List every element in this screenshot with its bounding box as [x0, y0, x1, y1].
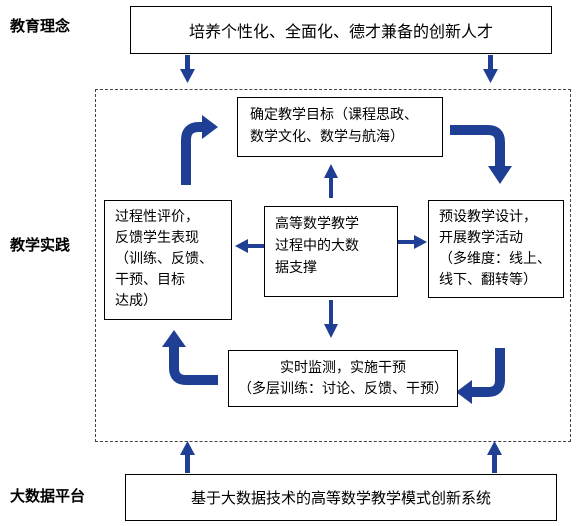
- right-line-4: 线下、翻转等）: [439, 272, 537, 288]
- down-arrow-left-head: [180, 69, 195, 83]
- up-arrow-right-stem: [492, 453, 497, 473]
- goal-line-1: 确定教学目标（课程思政、: [250, 107, 418, 123]
- bent-arrow-top-right: [450, 125, 505, 168]
- monitor-line-2: （多层训练：讨论、反馈、干预）: [238, 380, 448, 397]
- label-platform: 大数据平台: [10, 487, 86, 505]
- goal-box: 确定教学目标（课程思政、 数学文化、数学与航海）: [237, 97, 443, 157]
- center-down-arrow-stem: [329, 300, 333, 326]
- center-down-arrow-head: [324, 324, 338, 338]
- design-box: 预设教学设计， 开展教学活动 （多维度：线上、 线下、翻转等）: [428, 200, 564, 298]
- down-arrow-right-stem: [488, 55, 493, 71]
- right-line-2: 开展教学活动: [439, 230, 523, 246]
- right-line-3: （多维度：线上、: [439, 251, 551, 267]
- up-arrow-right-head: [487, 441, 502, 455]
- label-philosophy: 教育理念: [10, 17, 71, 35]
- platform-text: 基于大数据技术的高等数学教学模式创新系统: [190, 489, 491, 507]
- left-line-3: （训练、反馈、: [115, 251, 213, 267]
- center-line-2: 过程中的大数: [275, 238, 359, 254]
- platform-box: 基于大数据技术的高等数学教学模式创新系统: [125, 474, 557, 521]
- bent-arrow-bottom-right: [470, 348, 505, 397]
- center-line-1: 高等数学教学: [275, 216, 359, 232]
- left-line-2: 反馈学生表现: [115, 230, 199, 246]
- left-line-4: 干预、目标: [115, 272, 185, 288]
- bent-arrow-top-right-head: [488, 166, 512, 184]
- bent-arrow-top-left-head: [202, 115, 218, 139]
- right-line-1: 预设教学设计，: [439, 209, 537, 225]
- philosophy-text: 培养个性化、全面化、德才兼备的创新人才: [188, 22, 493, 41]
- data-support-box: 高等数学教学 过程中的大数 据支撑: [264, 206, 398, 297]
- up-arrow-left-stem: [185, 453, 190, 473]
- center-line-3: 据支撑: [275, 260, 317, 276]
- up-arrow-left-head: [180, 441, 195, 455]
- bent-arrow-top-left: [181, 122, 204, 185]
- left-line-1: 过程性评价，: [115, 209, 199, 225]
- goal-line-2: 数学文化、数学与航海）: [250, 129, 404, 145]
- bent-arrow-bottom-left-head: [162, 330, 186, 347]
- left-line-5: 达成）: [115, 293, 157, 309]
- center-left-arrow-head: [235, 239, 248, 253]
- center-left-arrow-stem: [246, 244, 264, 248]
- bent-arrow-bottom-left: [169, 345, 218, 385]
- down-arrow-left-stem: [185, 55, 190, 71]
- label-practice: 教学实践: [10, 236, 71, 254]
- monitor-box: 实时监测，实施干预 （多层训练：讨论、反馈、干预）: [228, 350, 458, 407]
- center-right-arrow-stem: [398, 240, 416, 244]
- center-up-arrow-stem: [329, 176, 333, 198]
- practice-frame: [95, 89, 571, 442]
- bent-arrow-bottom-right-head: [456, 380, 472, 404]
- philosophy-box: 培养个性化、全面化、德才兼备的创新人才: [130, 6, 552, 54]
- center-up-arrow-head: [324, 164, 338, 178]
- down-arrow-right-head: [483, 69, 498, 83]
- monitor-line-1: 实时监测，实施干预: [280, 359, 406, 376]
- evaluation-box: 过程性评价， 反馈学生表现 （训练、反馈、 干预、目标 达成）: [104, 200, 232, 320]
- center-right-arrow-head: [414, 235, 427, 249]
